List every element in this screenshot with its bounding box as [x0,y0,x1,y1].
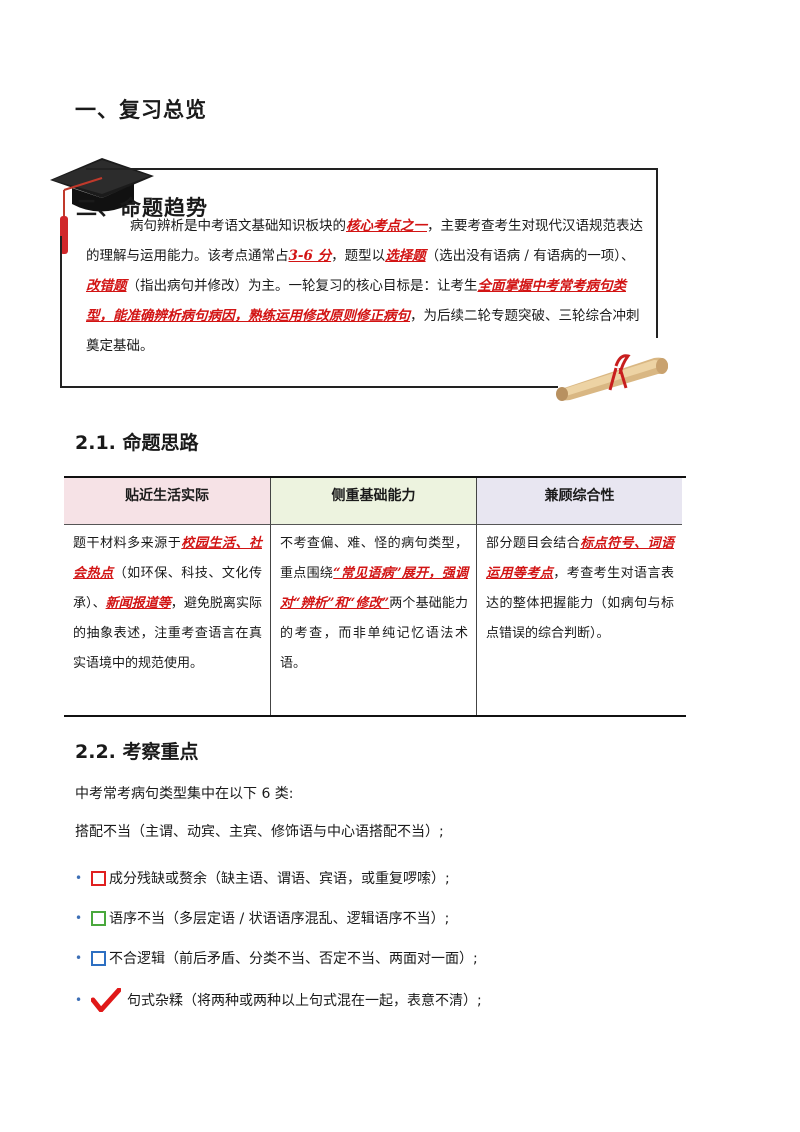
list-item-text: 不合逻辑（前后矛盾、分类不当、否定不当、两面对一面）; [109,951,478,967]
section-title-overview: 一、复习总览 [75,98,207,122]
approach-table: 贴近生活实际 侧重基础能力 兼顾综合性 题干材料多来源于校园生活、社会热点（如环… [64,476,686,717]
scroll-icon [556,354,668,401]
table-cell: 部分题目会结合标点符号、词语运用等考点，考查考生对语言表达的整体把握能力（如病句… [476,525,682,715]
bullet-dot-icon: • [75,951,83,965]
bullet-dot-icon: • [75,871,83,885]
body-text: ，主要考查考生对现代汉语规范表达的理解与运用能力。该考点通常占 [86,218,643,264]
body-text: 不考查偏、难、怪的病句类型，重点围绕 [280,536,468,581]
emphasis-text: “常见语病”展开，强调对“辨析”和“修改” [280,566,468,611]
focus-intro: 中考常考病句类型集中在以下 6 类: [75,786,294,802]
body-text: ，考查考生对语言表达的整体把握能力（如病句与标点错误的综合判断）。 [486,566,674,641]
list-item-text: 句式杂糅（将两种或两种以上句式混在一起，表意不清）; [127,993,482,1009]
table-cell: 不考查偏、难、怪的病句类型，重点围绕“常见语病”展开，强调对“辨析”和“修改”两… [270,525,476,715]
body-text: 两个基础能力的考查，而非单纯记忆语法术语。 [280,596,468,671]
red-checkbox-icon [91,870,106,886]
trend-paragraph: 病句辨析是中考语文基础知识板块的核心考点之一，主要考查考生对现代汉语规范表达的理… [86,211,646,361]
body-text: 部分题目会结合 [486,536,581,551]
table-header-cell: 贴近生活实际 [64,478,270,525]
body-text: （如环保、科技、文化传承）、 [73,566,262,611]
table-cell: 题干材料多来源于校园生活、社会热点（如环保、科技、文化传承）、新闻报道等，避免脱… [64,525,270,715]
list-item: • 语序不当（多层定语 / 状语语序混乱、逻辑语序不当）; [75,908,449,928]
body-text: 题干材料多来源于 [73,536,182,551]
body-text: ，题型以 [331,248,386,264]
blue-checkbox-icon [91,950,106,966]
emphasis-text: 全面掌握中考常考病句类型，能准确辨析病句病因，熟练运用修改原则修正病句 [86,278,626,324]
emphasis-text: 校园生活、社会热点 [73,536,262,581]
section-title-approach: 2.1. 命题思路 [75,432,199,454]
emphasis-text: 标点符号、词语运用等考点 [486,536,674,581]
body-text: （选出没有语病 / 有语病的一项）、 [425,248,635,264]
table-header-cell: 兼顾综合性 [476,478,682,525]
table-row: 题干材料多来源于校园生活、社会热点（如环保、科技、文化传承）、新闻报道等，避免脱… [64,525,686,715]
section-title-trend: 二、命题趋势 [76,196,208,220]
frame-top-border [86,168,658,170]
list-item-text: 成分残缺或赘余（缺主语、谓语、宾语，或重复啰嗦）; [109,871,450,887]
body-text: ，避免脱离实际的抽象表述，注重考查语言在真实语境中的规范使用。 [73,596,262,671]
red-checkmark-icon [91,988,121,1012]
bullet-dot-icon: • [75,993,83,1007]
emphasis-text: 3-6 分 [288,248,332,264]
body-text: 病句辨析是中考语文基础知识板块的 [130,218,346,234]
emphasis-text: 新闻报道等 [105,596,171,611]
emphasis-text: 改错题 [86,278,127,294]
list-item: • 句式杂糅（将两种或两种以上句式混在一起，表意不清）; [75,988,482,1012]
frame-left-border [60,236,62,388]
focus-line: 搭配不当（主谓、动宾、主宾、修饰语与中心语搭配不当）; [75,824,444,840]
list-item-text: 语序不当（多层定语 / 状语语序混乱、逻辑语序不当）; [109,911,450,927]
frame-bottom-border [60,386,558,388]
list-item: • 成分残缺或赘余（缺主语、谓语、宾语，或重复啰嗦）; [75,868,450,888]
green-checkbox-icon [91,910,106,926]
section-title-focus: 2.2. 考察重点 [75,741,199,763]
body-text: ，为后续二轮专题突破、三轮综合冲刺奠定基础。 [86,308,640,354]
emphasis-text: 核心考点之一 [346,218,427,234]
bullet-dot-icon: • [75,911,83,925]
emphasis-text: 选择题 [385,248,426,264]
frame-right-border [656,168,658,338]
body-text: （指出病句并修改）为主。一轮复习的核心目标是：让考生 [126,278,478,294]
list-item: • 不合逻辑（前后矛盾、分类不当、否定不当、两面对一面）; [75,948,478,968]
table-header-cell: 侧重基础能力 [270,478,476,525]
table-header-row: 贴近生活实际 侧重基础能力 兼顾综合性 [64,478,686,525]
